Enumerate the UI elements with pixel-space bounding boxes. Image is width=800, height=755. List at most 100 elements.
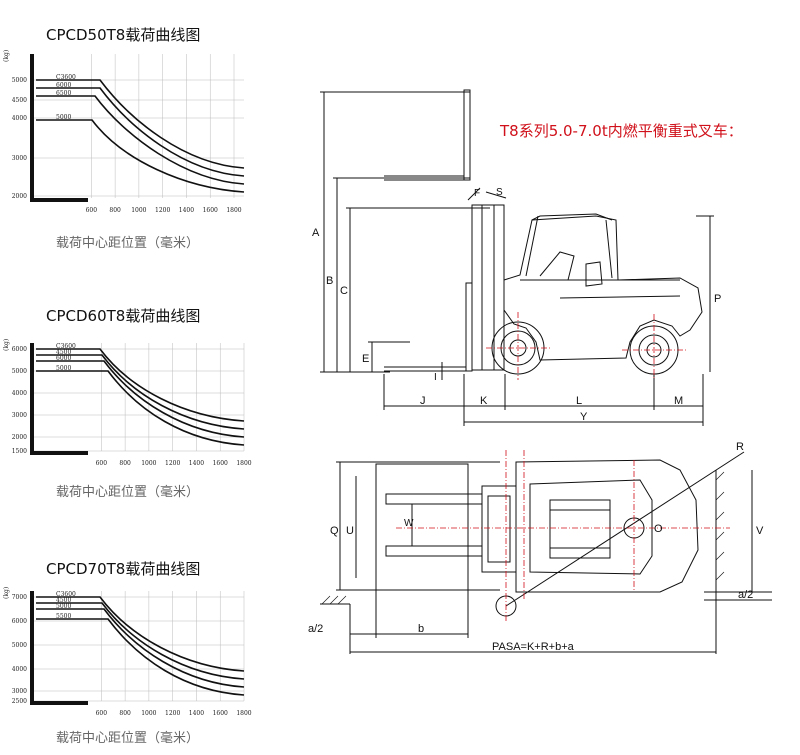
dim-label-u: U [346, 525, 354, 537]
x-tick-label: 1000 [131, 207, 146, 214]
dim-label-o: O [654, 523, 663, 535]
curve-label: C3600 [56, 343, 76, 350]
dim-label-e: E [362, 353, 369, 365]
x-tick-label: 800 [109, 207, 121, 214]
x-tick-label: 1000 [141, 710, 156, 717]
x-tick-label: 1000 [141, 460, 156, 467]
y-tick-label: 6000 [12, 618, 27, 625]
dim-label-q: Q [330, 525, 339, 537]
dim-label-b-width: b [418, 623, 424, 635]
dim-label-w: W [404, 518, 414, 529]
chart-axis [30, 591, 88, 705]
x-tick-label: 1200 [165, 460, 180, 467]
dim-label-f: F [474, 188, 480, 199]
y-tick-label: 3000 [12, 155, 27, 162]
dim-label-a-half-right: a/2 [738, 589, 753, 601]
load-curve [36, 602, 245, 680]
curve-label: 5000 [56, 603, 71, 610]
y-tick-label: 4000 [12, 390, 27, 397]
y-tick-label: 4000 [12, 115, 27, 122]
dim-label-v: V [756, 525, 764, 537]
dim-label-r: R [736, 441, 744, 453]
dim-label-a-half-left: a/2 [308, 623, 323, 635]
y-tick-label: 3000 [12, 688, 27, 695]
y-tick-label: 2000 [12, 434, 27, 441]
y-unit-label: (kg) [3, 50, 10, 62]
x-tick-label: 1600 [203, 207, 218, 214]
dim-label-s: S [496, 187, 503, 198]
dim-label-i: I [434, 372, 437, 383]
load-curve [36, 354, 245, 430]
y-tick-label: 4500 [12, 97, 27, 104]
curve-label: C3600 [56, 591, 76, 598]
x-tick-label: 600 [96, 710, 108, 717]
series-title: T8系列5.0-7.0t内燃平衡重式叉车： [500, 122, 743, 140]
load-curve [36, 95, 245, 185]
x-tick-label: 1200 [155, 207, 170, 214]
chart-title-1: CPCD50T8载荷曲线图 [46, 26, 201, 44]
chart-axis [30, 54, 88, 202]
dim-label-c: C [340, 285, 348, 297]
x-tick-label: 1600 [213, 460, 228, 467]
y-tick-label: 5000 [12, 368, 27, 375]
dim-label-k: K [480, 395, 488, 407]
x-tick-label: 1200 [165, 710, 180, 717]
x-tick-label: 800 [119, 710, 131, 717]
x-tick-label: 1800 [236, 710, 251, 717]
pasa-formula: PASA=K+R+b+a [492, 641, 575, 653]
forklift-side-view: A B C E F S I J K L M Y P [312, 89, 721, 426]
curve-label: 5000 [56, 114, 71, 121]
load-chart-1: 600 800 1000 1200 1400 1600 1800 5000 4500 4000 30… [3, 50, 245, 214]
load-curve [36, 87, 245, 177]
x-tick-label: 600 [86, 207, 98, 214]
curve-label: 6000 [56, 355, 71, 362]
load-curve [36, 360, 245, 438]
dim-label-y: Y [580, 411, 588, 423]
load-curve [36, 348, 245, 422]
load-curve [36, 596, 245, 672]
load-curve [36, 79, 245, 169]
x-tick-label: 1600 [213, 710, 228, 717]
x-tick-label: 1400 [189, 460, 204, 467]
curve-label: 4500 [56, 349, 71, 356]
y-tick-label: 2000 [12, 193, 27, 200]
dim-label-p: P [714, 293, 721, 305]
y-unit-label: (kg) [3, 587, 10, 599]
chart-title-2: CPCD60T8载荷曲线图 [46, 307, 201, 325]
forklift-top-view: Q U W O V R a/2 a/2 b PASA=K+R+b+a [308, 441, 772, 654]
load-curve [36, 370, 245, 446]
y-tick-label: 6000 [12, 346, 27, 353]
chart-xlabel-2: 载荷中心距位置（毫米） [56, 485, 200, 500]
y-tick-label: 7000 [12, 594, 27, 601]
x-tick-label: 800 [119, 460, 131, 467]
load-curve [36, 608, 245, 688]
dim-label-m: M [674, 395, 683, 407]
chart-xlabel-3: 载荷中心距位置（毫米） [56, 731, 200, 746]
dim-label-j: J [420, 395, 426, 407]
curve-label: 6000 [56, 82, 71, 89]
curve-label: 4500 [56, 597, 71, 604]
dim-label-b: B [326, 275, 333, 287]
curve-label: 5000 [56, 365, 71, 372]
dim-label-l: L [576, 395, 582, 407]
y-tick-label: 5000 [12, 77, 27, 84]
load-curve [36, 119, 245, 193]
chart-axis [30, 343, 88, 455]
load-curve [36, 618, 245, 696]
x-tick-label: 600 [96, 460, 108, 467]
x-tick-label: 1400 [179, 207, 194, 214]
x-tick-label: 1800 [236, 460, 251, 467]
y-unit-label: (kg) [3, 339, 10, 351]
y-tick-label: 5000 [12, 642, 27, 649]
curve-label: C3600 [56, 74, 76, 81]
curve-label: 6500 [56, 90, 71, 97]
curve-label: 5500 [56, 613, 71, 620]
dim-label-a: A [312, 227, 320, 239]
y-tick-label: 1500 [12, 448, 27, 455]
y-tick-label: 2500 [12, 698, 27, 705]
x-tick-label: 1800 [226, 207, 241, 214]
chart-xlabel-1: 载荷中心距位置（毫米） [56, 236, 200, 251]
chart-title-3: CPCD70T8载荷曲线图 [46, 560, 201, 578]
